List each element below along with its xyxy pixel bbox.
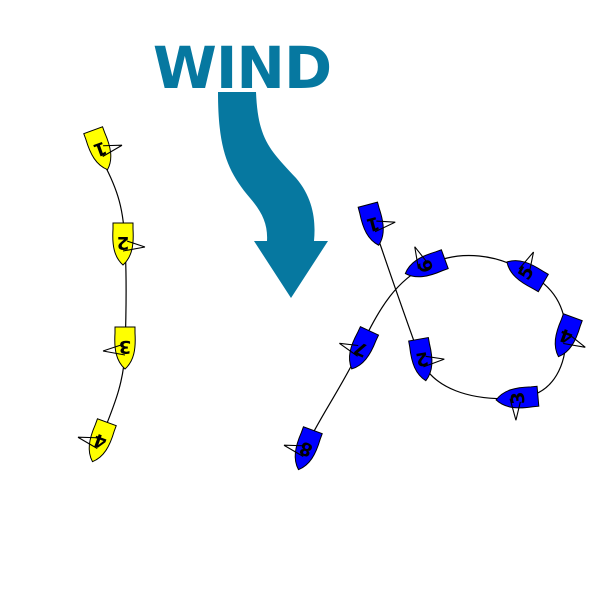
yellow-boat-4: 4 bbox=[72, 415, 117, 465]
blue-boat-5: 5 bbox=[502, 243, 554, 292]
wind-arrow bbox=[218, 92, 328, 298]
yellow-boat-3-number: 3 bbox=[119, 336, 132, 357]
blue-boat-8: 8 bbox=[278, 423, 323, 473]
yellow-boat-1: 1 bbox=[84, 123, 129, 173]
wind-label: WIND bbox=[153, 34, 331, 102]
yellow-boat-2-number: 2 bbox=[117, 232, 130, 253]
blue-boat-6: 6 bbox=[398, 238, 448, 283]
yellow-track bbox=[100, 162, 126, 441]
blue-boat-7: 7 bbox=[332, 322, 379, 374]
yellow-boat-3: 3 bbox=[103, 327, 135, 369]
blue-boat-1: 1 bbox=[358, 199, 400, 248]
blue-boat-3: 3 bbox=[495, 386, 540, 422]
blue-boat-4: 4 bbox=[549, 314, 594, 364]
blue-boat-2: 2 bbox=[408, 335, 447, 382]
blue-boat-3-number: 3 bbox=[507, 391, 529, 405]
yellow-boat-sequence bbox=[100, 162, 126, 441]
yellow-boat-2: 2 bbox=[113, 223, 145, 265]
